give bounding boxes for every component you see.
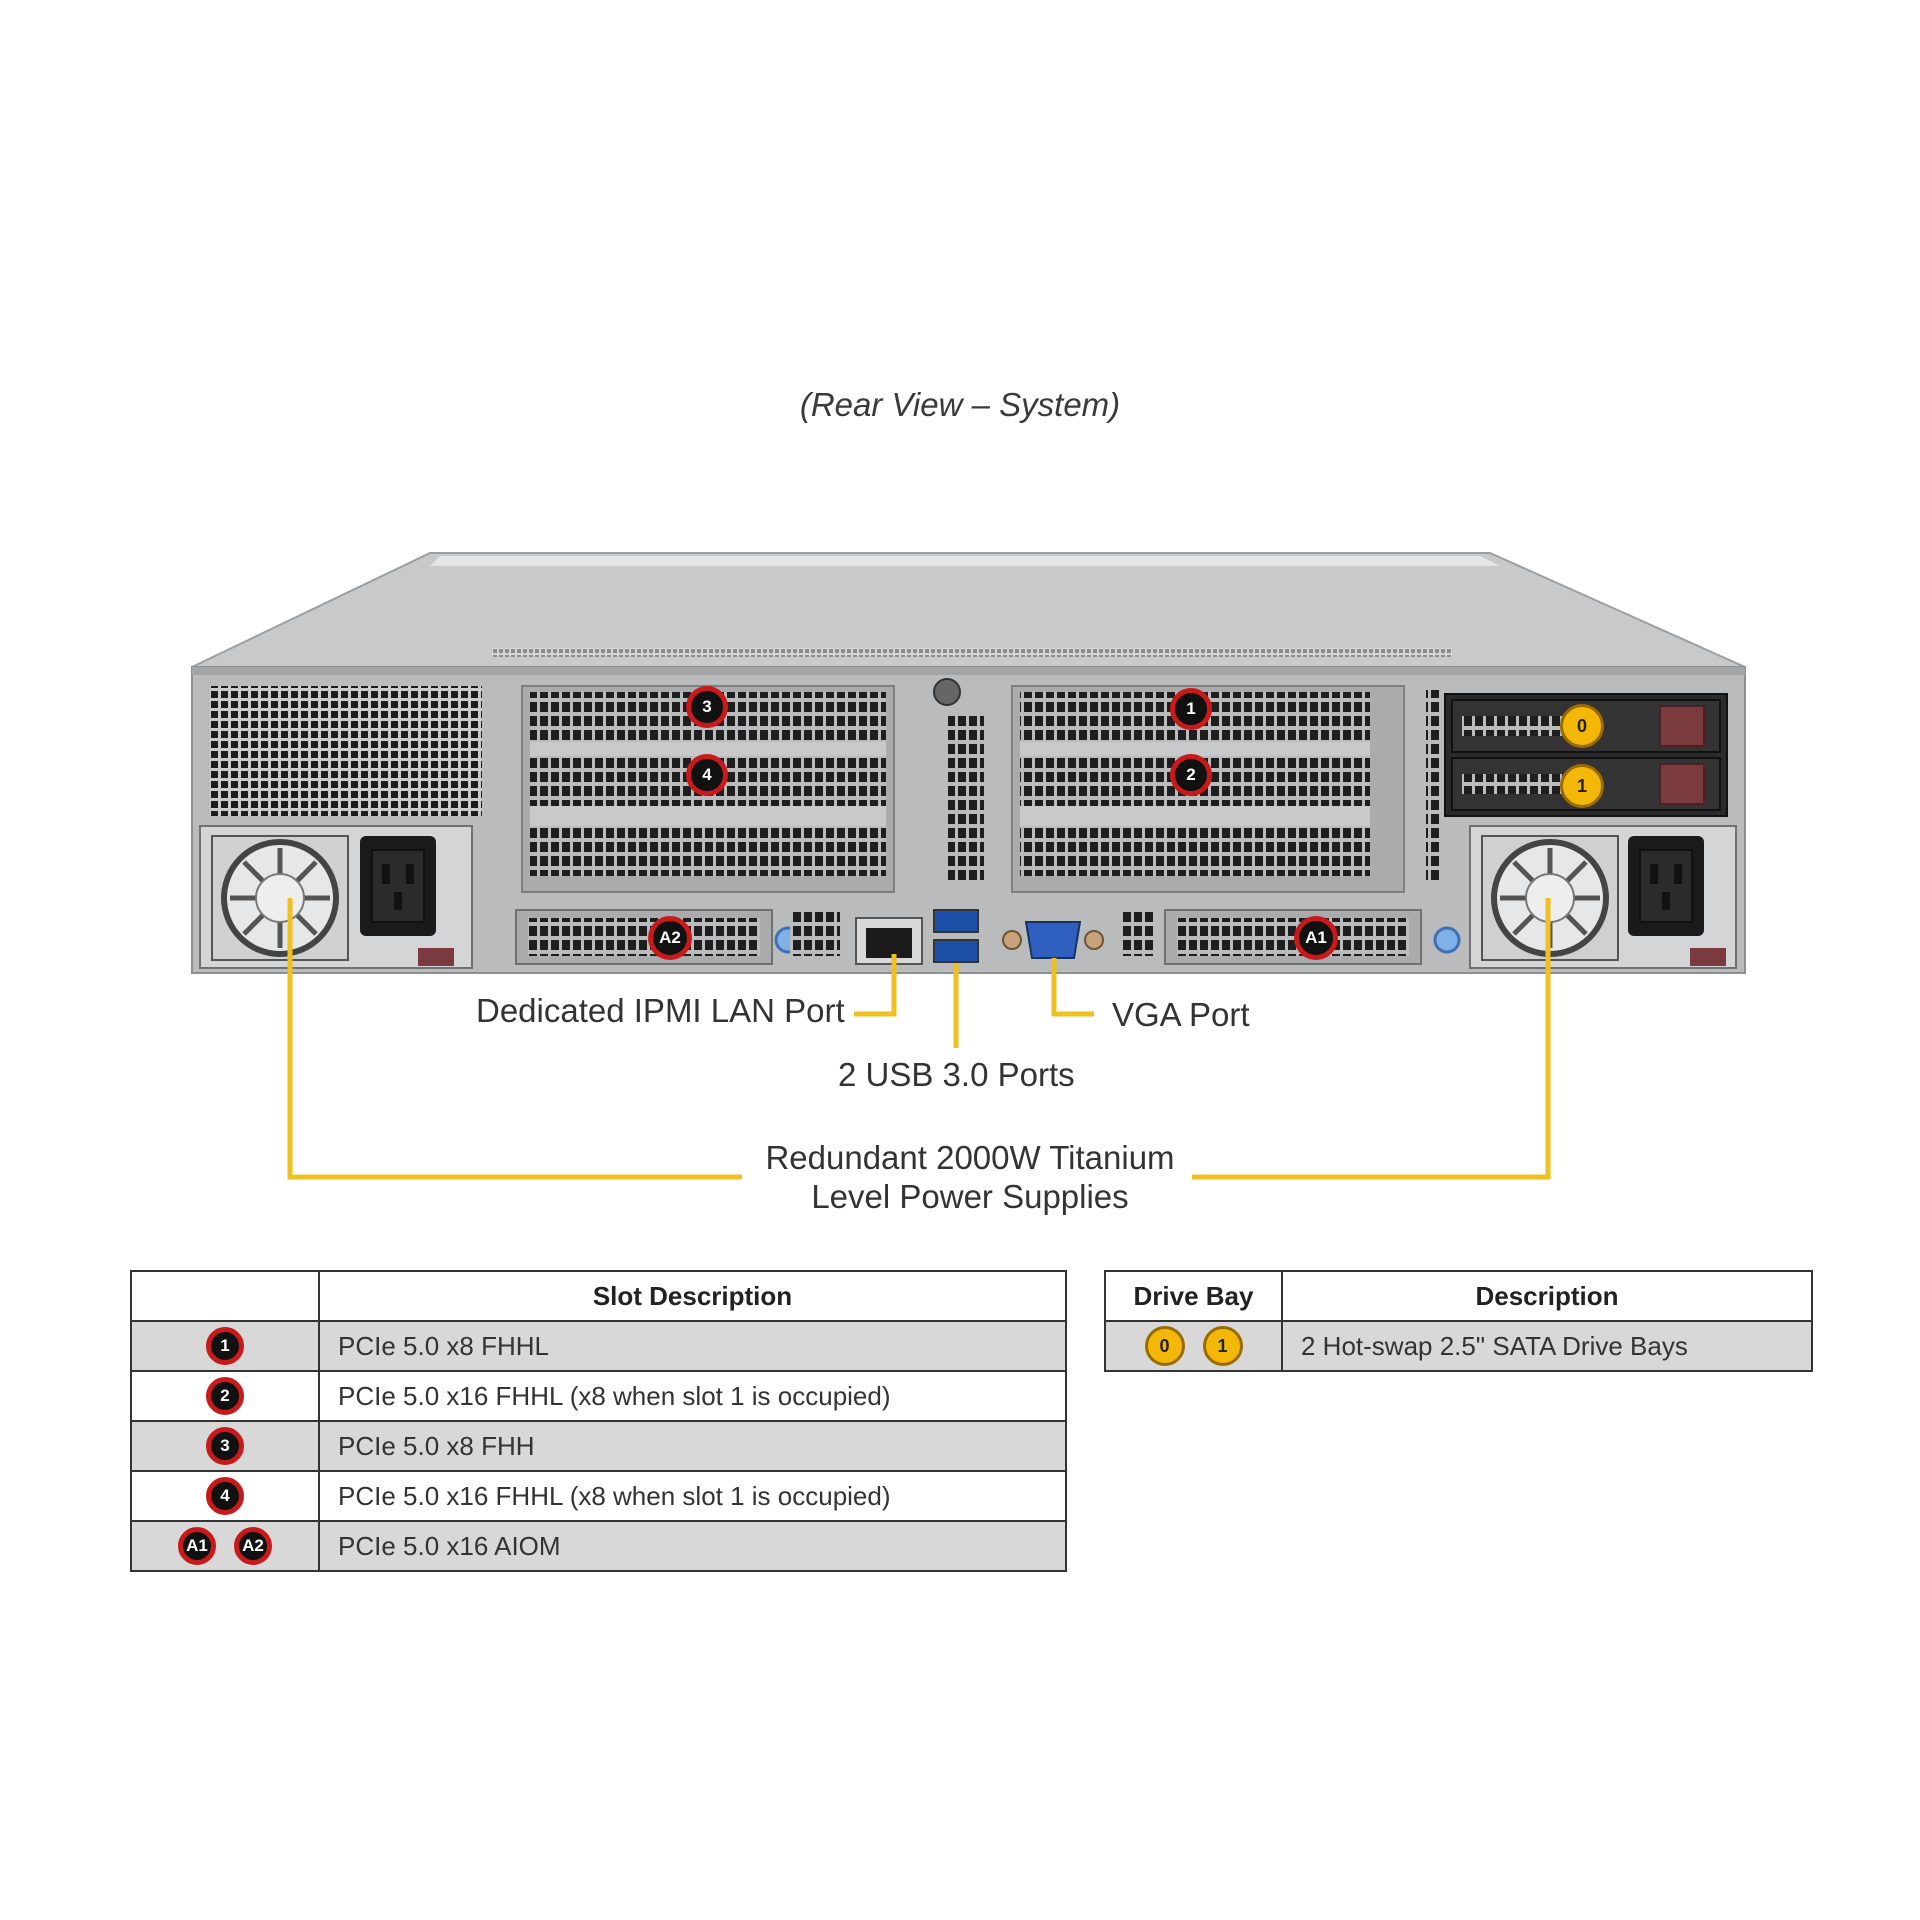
usb-ports [933, 909, 979, 963]
slot-1-marker: 1 [1170, 688, 1212, 730]
drive-bay-badge: 0 [1144, 1326, 1185, 1366]
slot-description: PCIe 5.0 x16 AIOM [318, 1520, 1067, 1572]
ipmi-lan-port [855, 917, 923, 965]
aiom-a1-marker: A1 [1294, 916, 1338, 960]
slot-description-table: Slot Description 1 PCIe 5.0 x8 FHHL 2 PC… [130, 1270, 1067, 1572]
callout-lines [287, 898, 1551, 1180]
left-power-supply [199, 825, 473, 969]
chassis-top-cover [191, 552, 1746, 668]
vga-port-label: VGA Port [1112, 996, 1250, 1033]
slot-4-marker: 4 [686, 754, 728, 796]
table-row: 3 PCIe 5.0 x8 FHH [130, 1420, 1067, 1472]
power-supplies-label: Redundant 2000W Titanium Level Power Sup… [750, 1138, 1190, 1216]
drive-bay-1-marker: 1 [1560, 764, 1604, 808]
vga-port [1002, 921, 1104, 959]
slot-badge: 4 [206, 1477, 244, 1515]
table-row: 4 PCIe 5.0 x16 FHHL (x8 when slot 1 is o… [130, 1470, 1067, 1522]
table-row: A1 A2 PCIe 5.0 x16 AIOM [130, 1520, 1067, 1572]
power-supplies-label-line1: Redundant 2000W Titanium [765, 1139, 1175, 1176]
slot-table-header: Slot Description [318, 1270, 1067, 1322]
slot-table-header-blank [130, 1270, 320, 1322]
table-row: 1 PCIe 5.0 x8 FHHL [130, 1320, 1067, 1372]
drive-table-header-bay: Drive Bay [1104, 1270, 1283, 1322]
power-supplies-label-line2: Level Power Supplies [811, 1178, 1129, 1215]
slot-description: PCIe 5.0 x16 FHHL (x8 when slot 1 is occ… [318, 1370, 1067, 1422]
slot-description: PCIe 5.0 x8 FHHL [318, 1320, 1067, 1372]
table-row: 2 PCIe 5.0 x16 FHHL (x8 when slot 1 is o… [130, 1370, 1067, 1422]
drive-bay-badge: 1 [1202, 1326, 1243, 1366]
slot-badge: 3 [206, 1427, 244, 1465]
slot-badge: 2 [206, 1377, 244, 1415]
aiom-bay-right [1164, 909, 1461, 965]
aiom-bay-left [515, 909, 802, 965]
usb-ports-label: 2 USB 3.0 Ports [838, 1056, 1075, 1093]
slot-badge: A2 [234, 1527, 272, 1565]
aiom-a2-marker: A2 [648, 916, 692, 960]
drive-bay-0-marker: 0 [1560, 704, 1604, 748]
slot-2-marker: 2 [1170, 754, 1212, 796]
slot-description: PCIe 5.0 x8 FHH [318, 1420, 1067, 1472]
center-column [933, 678, 984, 882]
slot-badge: A1 [178, 1527, 216, 1565]
ipmi-lan-port-label: Dedicated IPMI LAN Port [476, 992, 845, 1029]
left-vent-grid [210, 686, 482, 816]
slot-badge: 1 [206, 1327, 244, 1365]
figure-caption: (Rear View – System) [799, 386, 1121, 423]
drive-table-header-description: Description [1281, 1270, 1813, 1322]
slot-description: PCIe 5.0 x16 FHHL (x8 when slot 1 is occ… [318, 1470, 1067, 1522]
right-power-supply [1469, 825, 1737, 969]
slot-3-marker: 3 [686, 686, 728, 728]
drive-bay-description: 2 Hot-swap 2.5" SATA Drive Bays [1281, 1320, 1813, 1372]
